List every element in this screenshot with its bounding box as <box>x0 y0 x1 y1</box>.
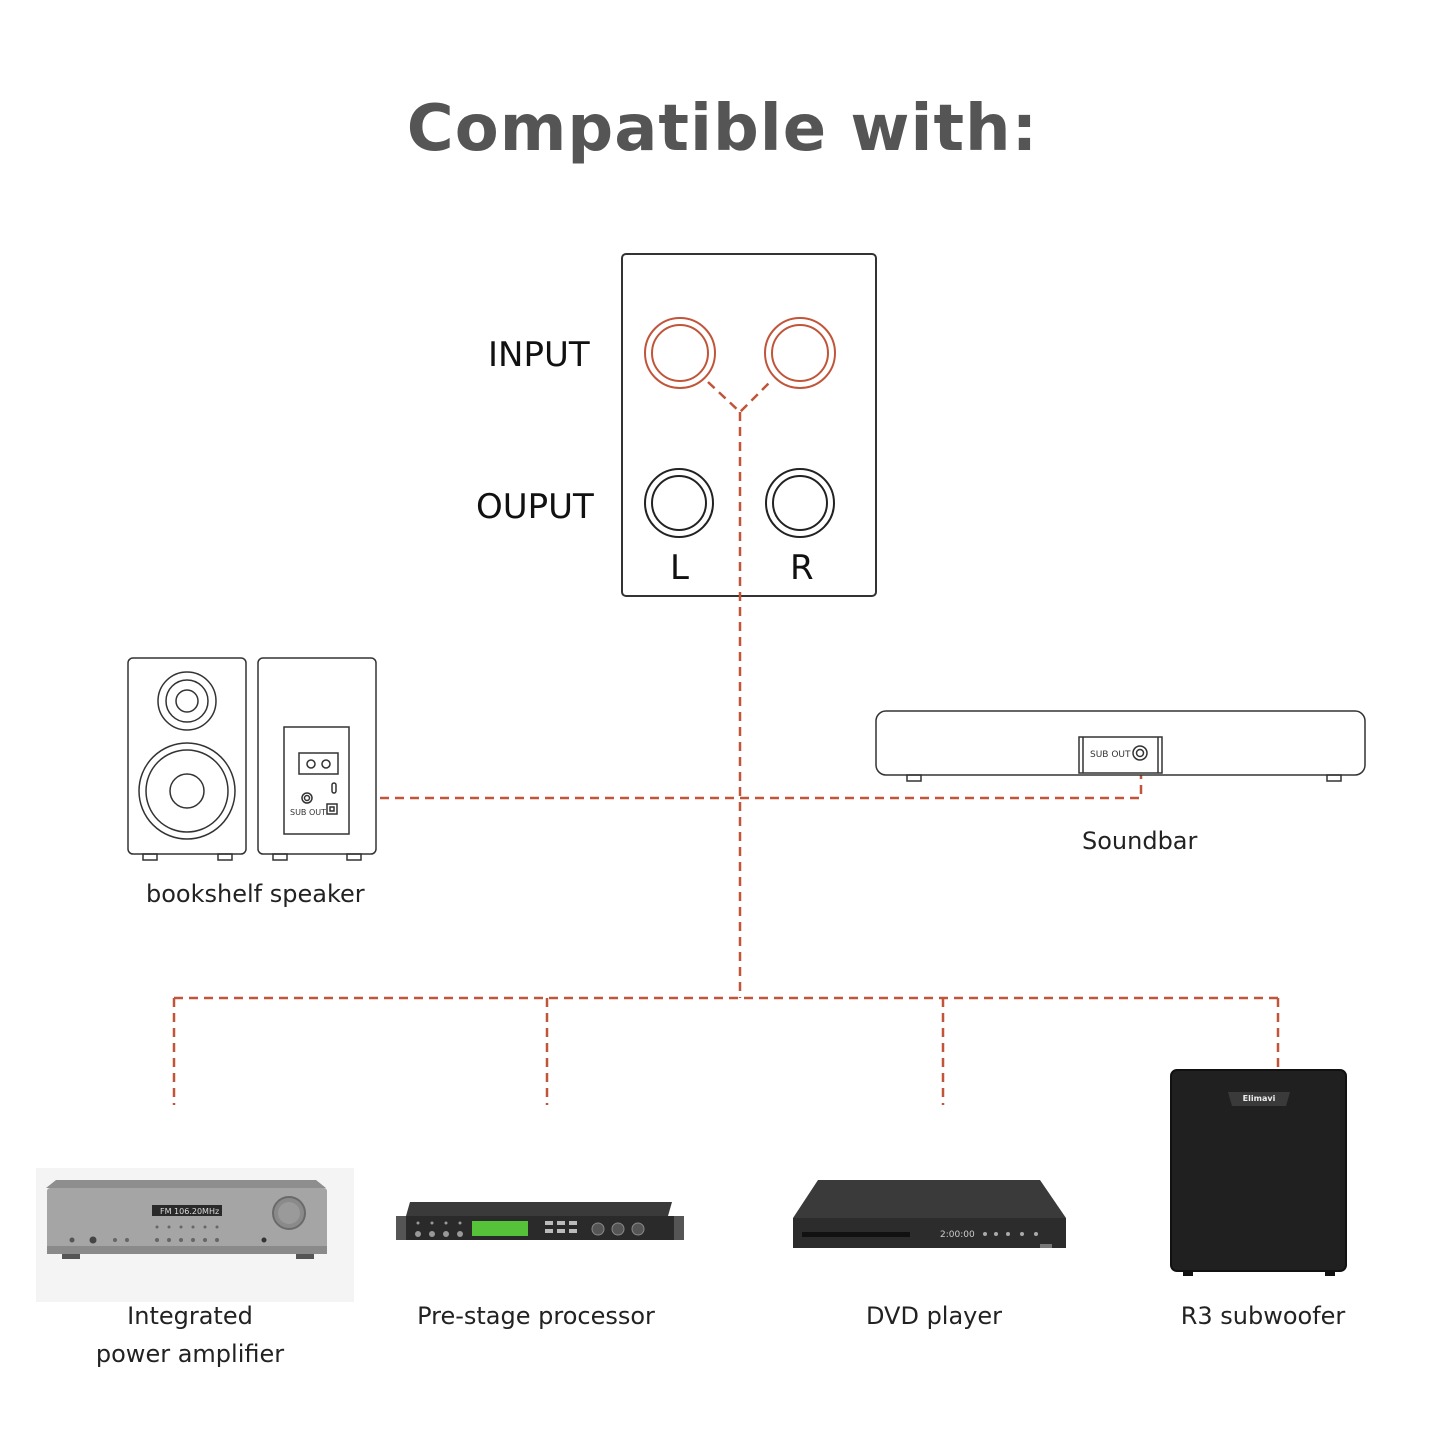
svg-text:FM 106.20MHz: FM 106.20MHz <box>160 1207 219 1216</box>
bookshelf-speaker-icon <box>127 657 377 861</box>
input-jack-right-icon <box>764 317 836 389</box>
soundbar-port-label: SUB OUT <box>1090 750 1131 760</box>
soundbar-icon <box>875 710 1366 782</box>
speaker-soundbar-line <box>320 765 1143 800</box>
subwoofer-label: R3 subwoofer <box>1180 1302 1346 1330</box>
amplifier-label-line2: power amplifier <box>95 1340 285 1368</box>
output-label: OUPUT <box>476 487 594 527</box>
speaker-port-label: SUB OUT <box>290 808 326 817</box>
amplifier-label-line1: Integrated <box>127 1302 253 1330</box>
page-title: Compatible with: <box>406 92 1039 166</box>
amplifier-label: Integrated power amplifier <box>60 1297 320 1373</box>
svg-text:Elimavi: Elimavi <box>1243 1094 1276 1103</box>
svg-text:2:00:00: 2:00:00 <box>940 1230 975 1240</box>
output-jack-right-icon <box>765 468 835 538</box>
right-channel-label: R <box>790 548 814 588</box>
connection-panel <box>621 253 877 597</box>
signal-lines <box>172 381 1280 1105</box>
amplifier-icon: FM 106.20MHz <box>36 1168 354 1302</box>
dvd-player-icon: 2:00:00 <box>793 1180 1066 1248</box>
input-label: INPUT <box>488 335 590 375</box>
processor-label: Pre-stage processor <box>417 1302 655 1330</box>
processor-icon <box>396 1202 684 1240</box>
soundbar-label: Soundbar <box>1082 827 1198 855</box>
output-jack-left-icon <box>644 468 714 538</box>
bookshelf-speaker-label: bookshelf speaker <box>146 880 365 908</box>
subwoofer-icon: Elimavi <box>1170 1069 1347 1276</box>
left-channel-label: L <box>670 548 689 588</box>
input-jack-left-icon <box>644 317 716 389</box>
dvd-player-label: DVD player <box>865 1302 1003 1330</box>
